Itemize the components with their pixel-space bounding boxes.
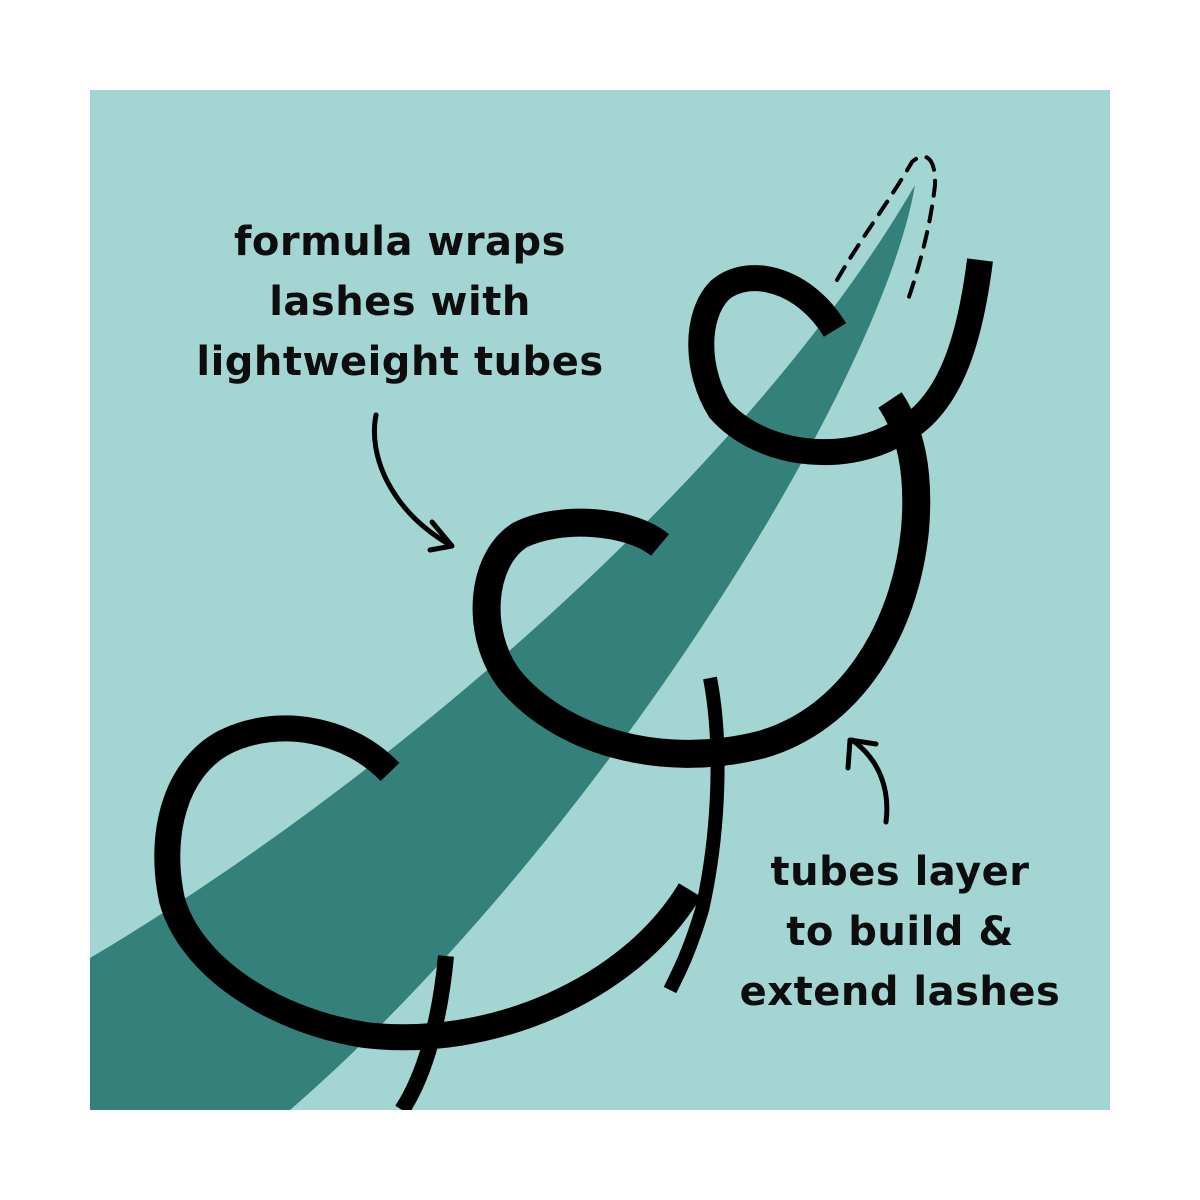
tube-ribbon-bottom: [154, 715, 702, 1051]
caption-bottom-line-2: to build &: [786, 909, 1014, 955]
tube-ribbon-middle: [472, 392, 931, 768]
lash-extension-outline-icon: [835, 154, 938, 302]
tube-ribbon-top: [688, 258, 993, 466]
arrow-bottom: [849, 737, 890, 825]
caption-bottom-line-3: extend lashes: [739, 969, 1061, 1015]
tube-ribbon-bottom-tail: [395, 955, 454, 1110]
arrow-top: [371, 412, 453, 548]
tube-ribbon-middle-drop: [663, 676, 725, 994]
lash-illustration: [90, 90, 1110, 1110]
caption-top-line-3: lightweight tubes: [196, 339, 604, 385]
illustration-panel: formula wraps lashes with lightweight tu…: [90, 90, 1110, 1110]
lash-strand-icon: [90, 185, 915, 1110]
curved-arrow-icon: [371, 412, 890, 825]
caption-top-line-2: lashes with: [269, 279, 531, 325]
arrow-bottom-head: [845, 737, 879, 771]
caption-formula-wraps: formula wraps lashes with lightweight tu…: [170, 212, 630, 392]
tube-ribbon-icon: [154, 258, 993, 1110]
arrow-top-head: [427, 519, 455, 553]
caption-tubes-layer: tubes layer to build & extend lashes: [710, 842, 1090, 1022]
caption-bottom-line-1: tubes layer: [770, 849, 1030, 895]
caption-top-line-1: formula wraps: [233, 219, 566, 265]
